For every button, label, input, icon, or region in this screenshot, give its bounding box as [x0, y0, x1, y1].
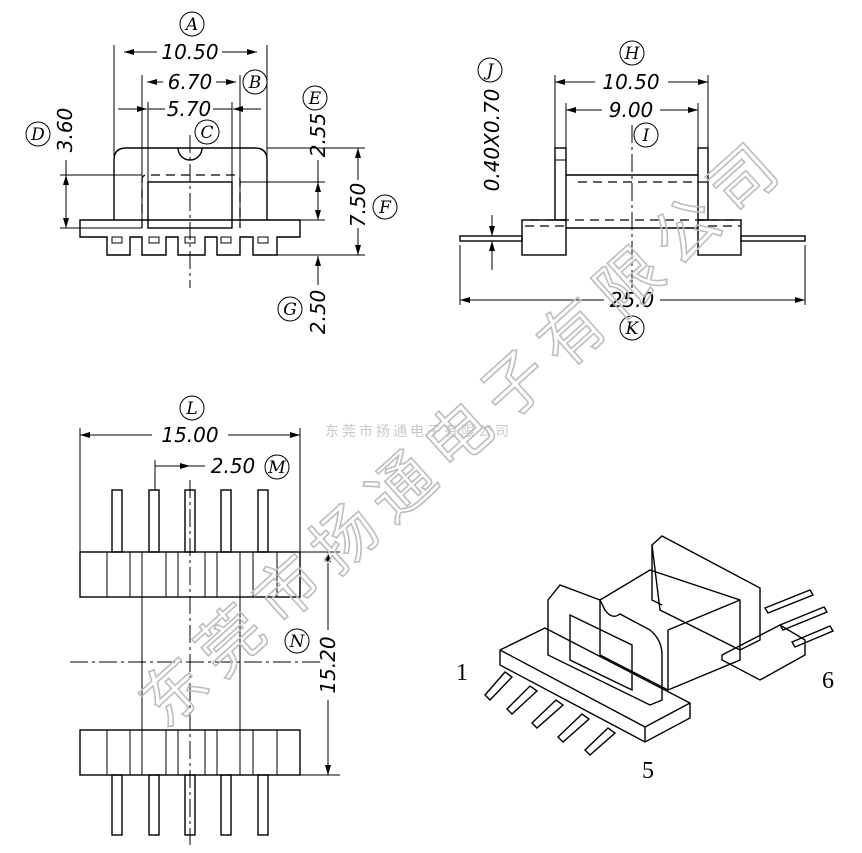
- label-d: D: [30, 125, 45, 145]
- label-a-circle: [179, 11, 205, 37]
- label-m: M: [267, 458, 286, 478]
- dim-k: 25.0: [610, 288, 655, 312]
- pin-label-1: 1: [456, 660, 468, 686]
- dim-a: 10.50: [161, 40, 218, 64]
- isometric-view: 1 5 6: [456, 535, 835, 784]
- dim-l: 15.00: [161, 423, 218, 447]
- label-g: G: [283, 300, 297, 320]
- dim-b: 6.70: [168, 70, 213, 94]
- watermark-large: 东莞市扬通电子有限公司: [126, 132, 792, 742]
- label-c: C: [200, 123, 213, 143]
- dim-i: 9.00: [609, 98, 654, 122]
- label-l: L: [185, 399, 197, 419]
- dim-h: 10.50: [602, 70, 659, 94]
- dim-d: 3.60: [53, 108, 77, 153]
- front-view: 10.50 A 6.70 B 5.70 C 3.60 D 2.55 E 7.50…: [25, 11, 398, 335]
- dim-c: 5.70: [167, 97, 212, 121]
- dim-m: 2.50: [211, 454, 256, 478]
- label-h: H: [624, 44, 641, 64]
- label-a: A: [184, 15, 198, 35]
- watermark-small: 东莞市扬通电子有限公司: [325, 423, 512, 440]
- label-b: B: [248, 73, 262, 93]
- label-k: K: [625, 319, 640, 339]
- side-view: 10.50 H 9.00 I 0.40X0.70 J 25.0 K: [459, 40, 806, 341]
- dim-n: 15.20: [316, 636, 340, 693]
- dim-j: 0.40X0.70: [480, 89, 504, 192]
- label-i: I: [642, 126, 650, 146]
- label-e: E: [308, 89, 322, 109]
- label-n: N: [289, 632, 306, 652]
- dim-f: 7.50: [346, 183, 370, 228]
- bottom-view: 15.00 L 2.50 M 15.20 N: [70, 395, 340, 845]
- label-f: F: [378, 198, 392, 218]
- pin-label-5: 5: [642, 758, 654, 784]
- pin-label-6: 6: [822, 668, 834, 694]
- dim-g: 2.50: [306, 290, 330, 335]
- label-j: J: [484, 61, 495, 81]
- dim-e: 2.55: [306, 113, 330, 158]
